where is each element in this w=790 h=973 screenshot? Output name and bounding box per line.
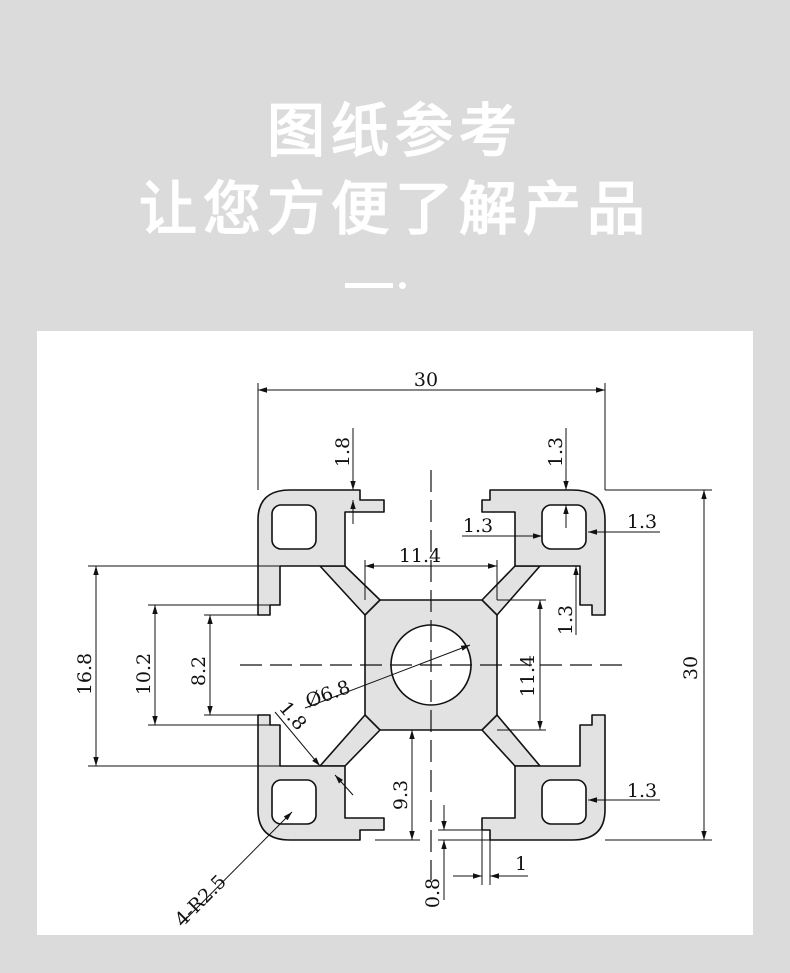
divider-bar xyxy=(345,283,393,288)
dim-width-top: 30 xyxy=(414,369,438,391)
dim-wall-top-right-left: 1.3 xyxy=(463,515,493,537)
pocket-top-right xyxy=(541,504,587,550)
dim-wall-top-right-right: 1.3 xyxy=(627,511,657,533)
dim-lip: 1 xyxy=(515,853,527,875)
dim-core-width: 11.4 xyxy=(399,545,441,567)
pocket-bottom-left xyxy=(271,779,317,825)
dim-slot-opening: 8.2 xyxy=(188,656,210,686)
center-lines xyxy=(240,470,625,880)
dim-height-right: 30 xyxy=(680,656,702,680)
dim-slot-outer: 16.8 xyxy=(74,653,96,695)
web-top-right xyxy=(481,565,541,616)
dimension-lines xyxy=(88,383,712,926)
headline-subtitle: 让您方便了解产品 xyxy=(138,175,651,243)
dim-lip-thickness: 0.8 xyxy=(422,878,444,908)
dim-bore: Ø6.8 xyxy=(303,676,354,712)
web-top-left xyxy=(319,565,381,616)
headline-drawing-reference: 图纸参考 xyxy=(266,97,523,165)
pocket-top-left xyxy=(271,504,317,550)
dim-center-to-bottom: 9.3 xyxy=(390,780,412,810)
dim-radius: 4-R2.5 xyxy=(171,871,231,931)
pocket-bottom-right xyxy=(541,779,587,825)
dim-slot-depth-top-right: 1.3 xyxy=(545,437,567,467)
drawing-panel: 30 30 1.8 1.3 1.3 1.3 1.3 11.4 11.4 16.8… xyxy=(37,331,753,935)
dim-wall-top-right-lower: 1.3 xyxy=(555,605,577,635)
profile-drawing: 30 30 1.8 1.3 1.3 1.3 1.3 11.4 11.4 16.8… xyxy=(74,369,712,931)
dim-core-height: 11.4 xyxy=(517,655,539,697)
dim-bottom-wall: 1.3 xyxy=(627,780,657,802)
dim-slot-depth-top-left: 1.8 xyxy=(332,437,354,467)
web-bottom-right xyxy=(481,714,541,767)
dim-slot-inner: 10.2 xyxy=(133,653,155,695)
web-bottom-left xyxy=(319,714,381,767)
divider-dot xyxy=(399,282,406,289)
